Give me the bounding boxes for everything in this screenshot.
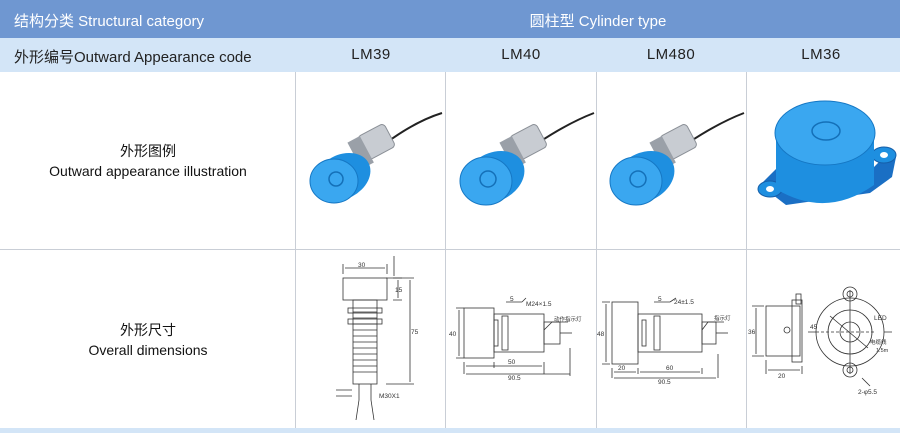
lm480-drawing: 48 5 24±1.5 指示灯 20 60 90.5 [597,296,731,386]
illustration-row-label: 外形图例 Outward appearance illustration [0,141,296,181]
cylinder-type-label: 圆柱型 Cylinder type [529,13,667,30]
lm36-dim-cable: 电缆线 [870,338,887,346]
structural-category-label: 结构分类 Structural category [14,13,205,30]
lm39-dim-top: 30 [358,262,366,269]
lm480-dim-mid: 60 [666,365,674,372]
lm40-dim-thread: M24×1.5 [526,301,552,308]
code-lm39: LM39 [351,46,391,63]
col-divider [445,72,446,428]
lm40-dim-dia: 40 [449,331,457,338]
row-divider [0,249,900,250]
lm39-dim-cap: 15 [395,287,403,294]
lm36-drawing: 36 45 20 LED 电缆线 1.5m 2-φ5.5 [748,286,892,396]
col-divider [596,72,597,428]
dimensions-row-label: 外形尺寸 Overall dimensions [0,320,296,360]
lm39-dim-length: 75 [411,329,419,336]
code-lm36: LM36 [801,46,841,63]
lm36-dim-height: 36 [748,329,756,336]
col-divider [295,72,296,428]
lm40-photo [459,112,595,206]
illustration-label-en: Outward appearance illustration [49,163,247,179]
lm480-dim-thread: 24±1.5 [674,299,694,306]
lm36-photo [757,100,897,205]
lm39-photo [309,112,443,204]
lm480-photo [609,112,745,206]
lm39-dim-thread: M30X1 [379,393,400,400]
lm36-dim-bore: 45 [810,324,818,331]
code-lm40: LM40 [501,46,541,63]
lm480-dim-short: 20 [618,365,626,372]
lm40-dim-nut: 5 [510,296,514,303]
lm39-drawing: 30 15 75 M30X1 [336,256,419,421]
codes-row: 外形编号Outward Appearance code LM39 LM40 LM… [0,38,900,72]
col-divider [746,72,747,428]
lm40-drawing: 40 5 M24×1.5 动作指示灯 50 90.5 [449,296,582,382]
lm40-dim-nut2: 50 [508,359,516,366]
dimensions-label-cn: 外形尺寸 [120,322,176,338]
table-header: 结构分类 Structural category 圆柱型 Cylinder ty… [0,0,900,38]
lm36-dim-cable-len: 1.5m [876,348,889,354]
lm480-dim-dia: 48 [597,331,605,338]
table-bottom-border [0,428,900,433]
lm36-dim-base: 20 [778,373,786,380]
code-lm480: LM480 [646,46,696,63]
lm40-dim-indicator: 动作指示灯 [554,315,582,323]
lm480-dim-nut: 5 [658,296,662,303]
lm480-dim-total: 90.5 [658,379,671,386]
lm36-dim-holes: 2-φ5.5 [858,389,877,396]
lm36-dim-led: LED [874,315,887,322]
dimensions-label-en: Overall dimensions [88,342,208,358]
illustration-label-cn: 外形图例 [120,143,176,159]
appearance-code-label: 外形编号Outward Appearance code [14,49,252,66]
lm40-dim-total: 90.5 [508,375,521,382]
lm480-dim-indicator: 指示灯 [714,314,731,322]
